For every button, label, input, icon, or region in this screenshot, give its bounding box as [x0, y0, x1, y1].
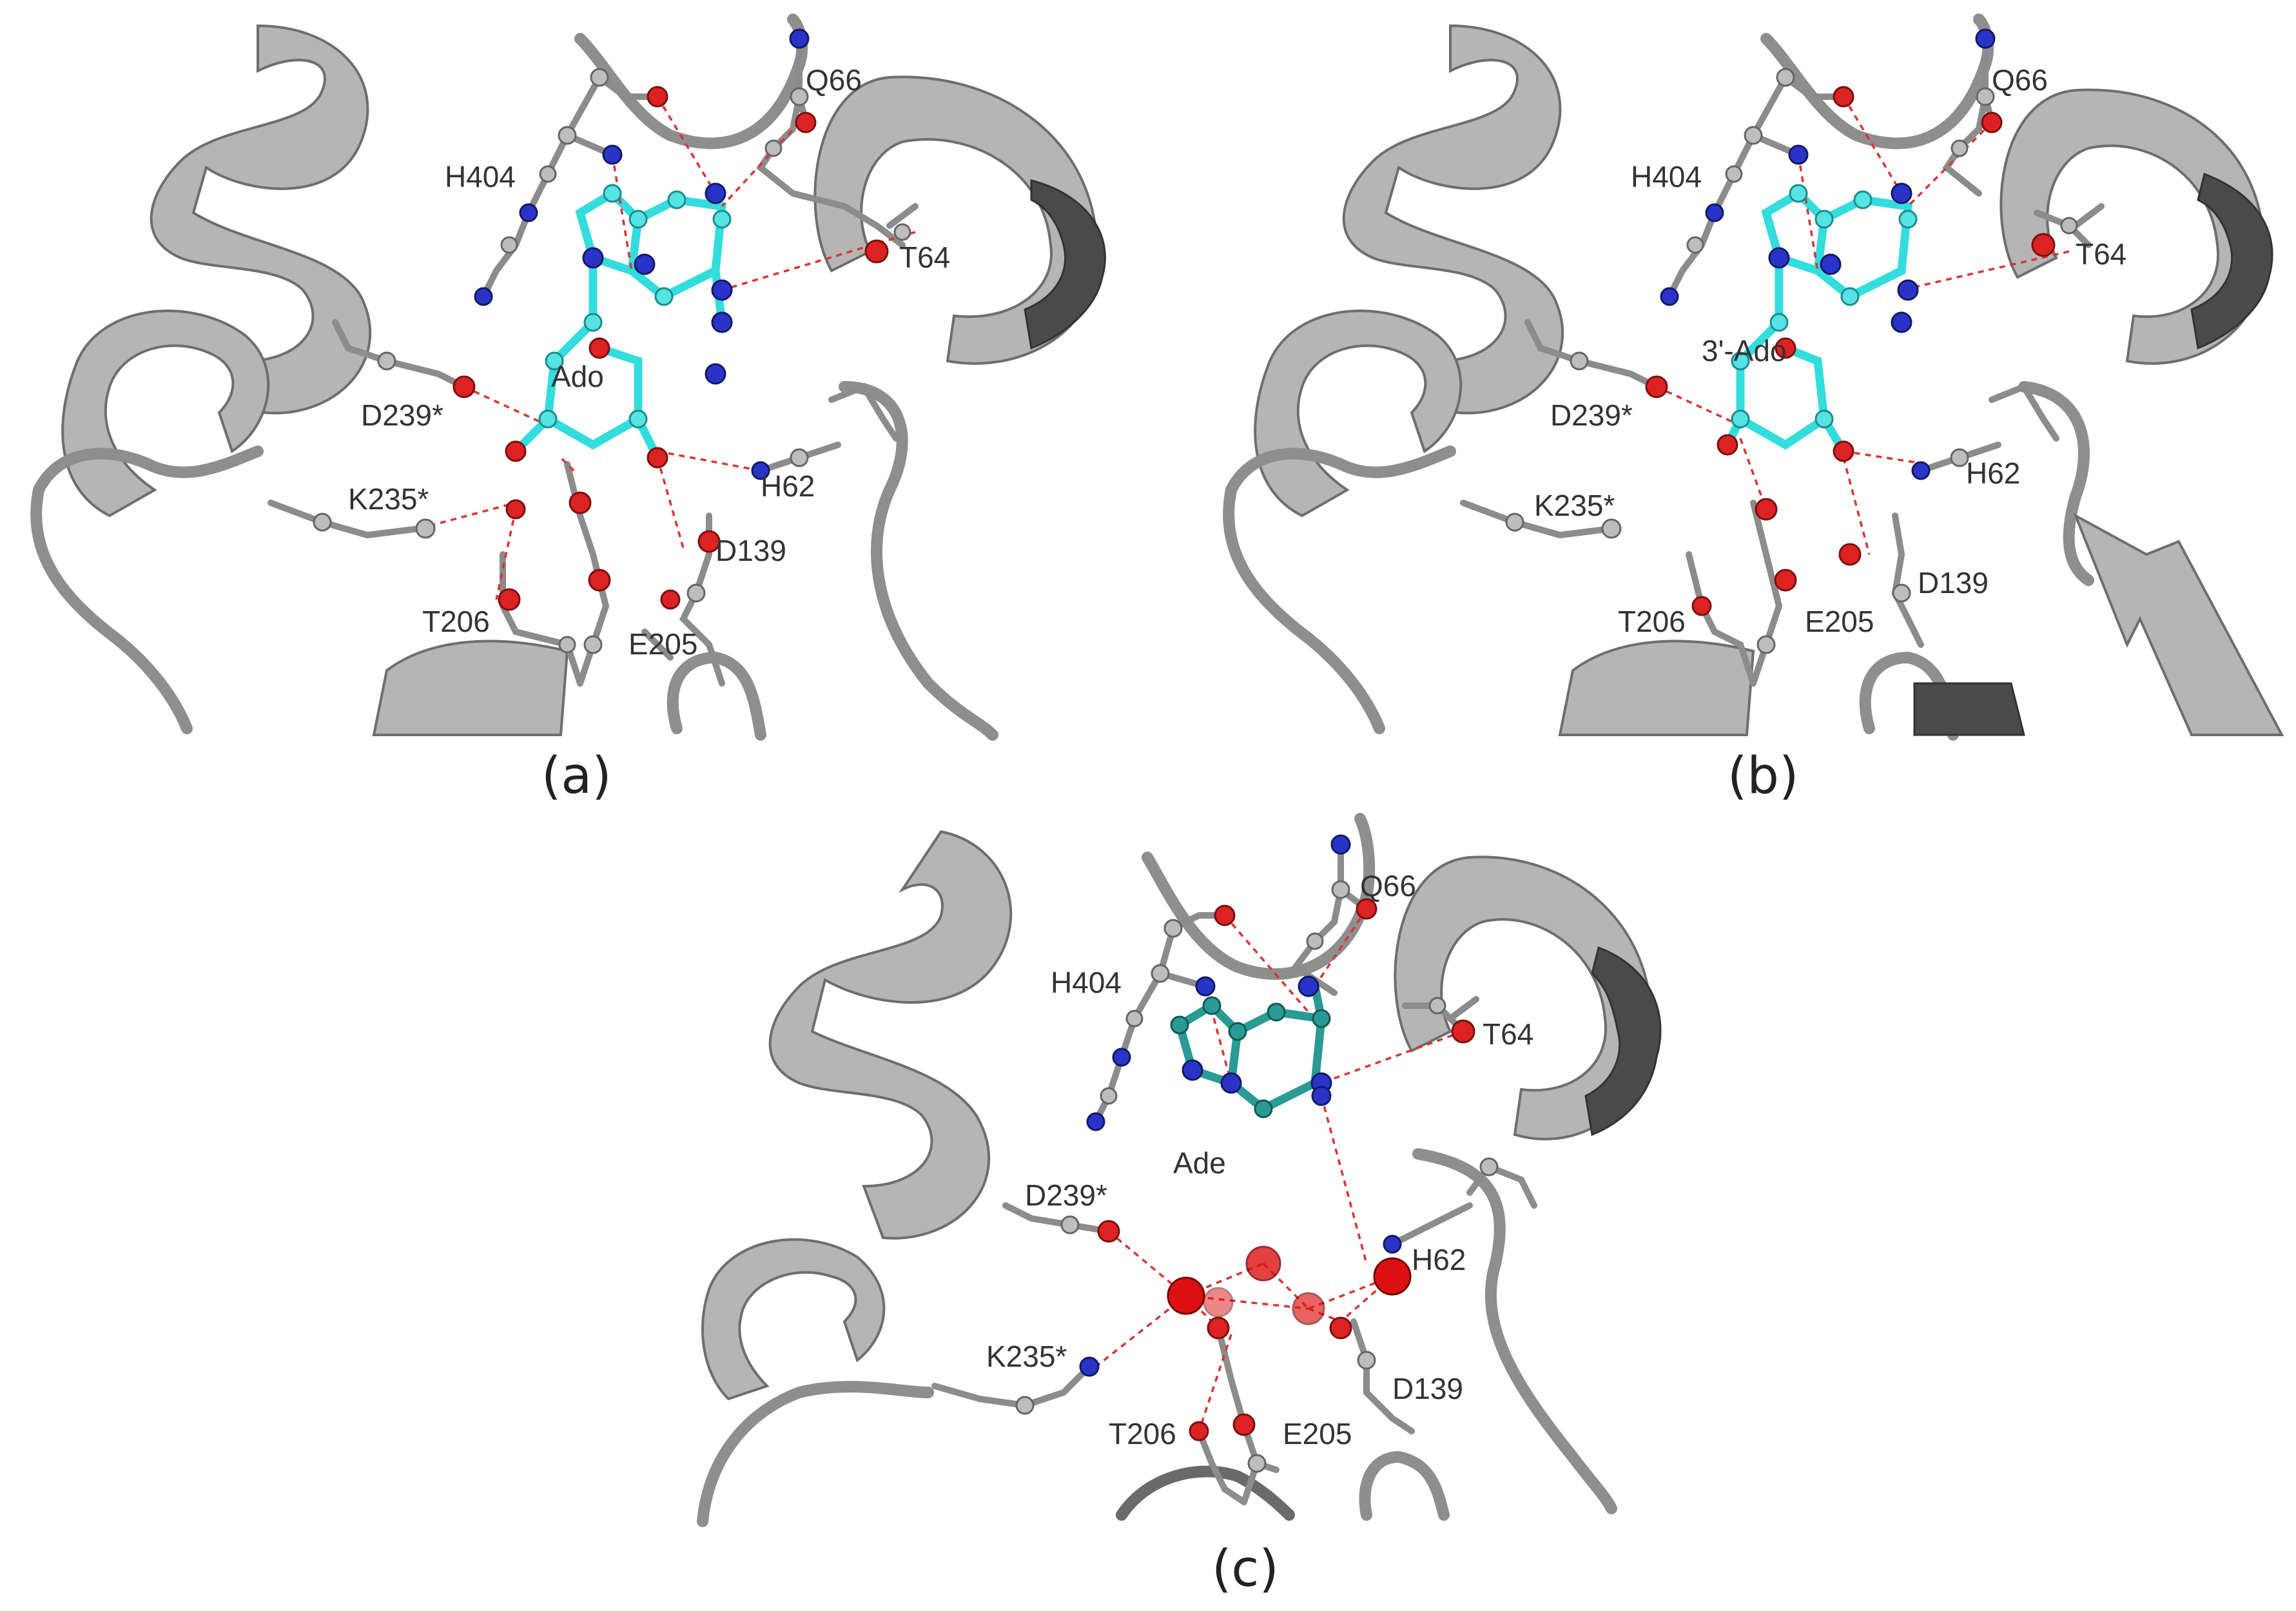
panel-c-coil-2	[1412, 1148, 1617, 1514]
panel-b-caption: (b)	[1727, 747, 1798, 805]
panel-b: Q66 H404 T64 3'-Ado D239* K235* H62 D139…	[1223, 14, 2284, 805]
panel-a: Q66 H404 T64 Ado D239* K235* H62 D139 T2…	[30, 14, 1106, 805]
panel-c-helix-right	[1394, 855, 1662, 1141]
panel-b-label-d239: D239*	[1550, 398, 1633, 432]
panel-a-label-t206: T206	[422, 605, 490, 638]
panel-b-helix-right	[1999, 88, 2273, 365]
panel-c-label-e205: E205	[1283, 1417, 1352, 1450]
panel-a-label-h62: H62	[761, 469, 815, 503]
panel-b-arrow	[2073, 513, 2284, 736]
panel-b-label-h404: H404	[1631, 160, 1702, 193]
panel-a-helix-right	[813, 75, 1106, 365]
panel-c-label-q66: Q66	[1360, 869, 1416, 903]
panel-c-coil-4	[1359, 1451, 1450, 1521]
panel-b-coil-1	[1225, 445, 1456, 496]
panel-c-label-ligand: Ade	[1173, 1146, 1226, 1180]
panel-b-sheet-dark	[1913, 682, 2025, 736]
panel-b-sheet	[1558, 640, 1755, 736]
panel-b-label-h62: H62	[1966, 456, 2020, 490]
panel-a-coil-1	[33, 445, 264, 496]
panel-c-label-k235: K235*	[986, 1340, 1067, 1373]
panel-a-label-e205: E205	[628, 627, 697, 661]
panel-b-coil-2	[1223, 484, 1385, 734]
panel-c-caption: (c)	[1212, 1540, 1279, 1598]
panel-b-helix-left	[1254, 24, 1564, 518]
panel-c-label-t64: T64	[1483, 1017, 1533, 1051]
panel-c-label-t206: T206	[1109, 1417, 1176, 1450]
panel-c-coil-5	[1116, 1465, 1295, 1521]
panel-b-coil-3	[2018, 381, 2094, 586]
panel-a-coil-3	[839, 381, 998, 741]
panel-a-label-q66: Q66	[806, 63, 862, 97]
panel-c-atoms	[1015, 834, 1499, 1473]
panel-c: Q66 H404 T64 Ade D239* H62 K235* D139 T2…	[697, 813, 1662, 1598]
panel-a-label-h404: H404	[445, 160, 516, 193]
panel-a-sheet	[372, 640, 569, 736]
panel-c-helix-left	[701, 830, 1013, 1401]
panel-b-label-e205: E205	[1805, 605, 1874, 638]
panel-b-hbonds	[1656, 96, 2070, 555]
panel-c-label-h404: H404	[1051, 966, 1122, 999]
panel-a-label-ligand: Ado	[551, 360, 604, 393]
panel-a-atoms	[313, 28, 911, 654]
panel-b-label-ligand: 3'-Ado	[1702, 334, 1787, 367]
panel-b-label-k235: K235*	[1534, 489, 1615, 522]
panel-b-label-t206: T206	[1618, 605, 1686, 638]
panel-a-helix-left	[61, 24, 372, 518]
panel-c-label-d239: D239*	[1025, 1178, 1107, 1212]
panel-b-coil-4	[1760, 14, 1994, 150]
panel-b-label-d139: D139	[1918, 566, 1989, 600]
panel-c-coil-1	[697, 1381, 934, 1527]
panel-b-label-t64: T64	[2076, 237, 2126, 271]
panel-a-label-d239: D239*	[361, 398, 443, 432]
panel-c-label-h62: H62	[1412, 1243, 1466, 1276]
panel-a-caption: (a)	[541, 747, 612, 805]
panel-a-coil-2	[30, 484, 193, 734]
panel-c-label-d139: D139	[1392, 1372, 1463, 1405]
panel-a-label-t64: T64	[899, 240, 950, 274]
panel-a-coil-4	[574, 14, 808, 150]
panel-b-label-q66: Q66	[1992, 63, 2048, 97]
panel-b-atoms	[1505, 28, 2078, 654]
panel-a-label-d139: D139	[715, 534, 786, 567]
panel-a-label-k235: K235*	[348, 482, 429, 516]
panel-c-ligand	[1174, 982, 1327, 1114]
